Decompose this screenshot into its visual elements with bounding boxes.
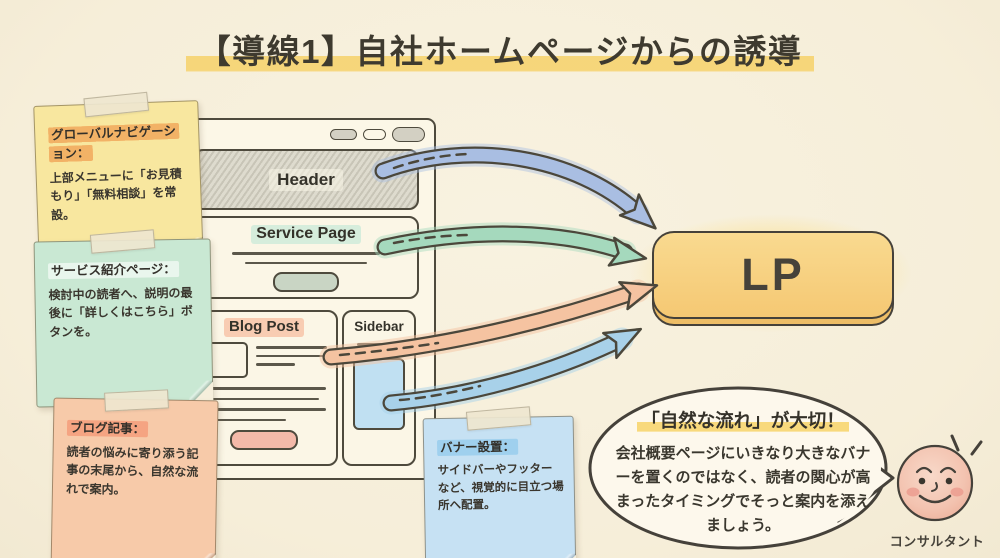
wireframe-header-label: Header [269, 168, 343, 191]
note-body: 読者の悩みに寄り添う記事の末尾から、自然な流れで案内。 [65, 444, 199, 497]
wireframe-blog-post-title: Blog Post [192, 318, 336, 337]
blush [950, 487, 964, 497]
note-title: サービス紹介ページ： [47, 260, 200, 281]
placeholder-text-block [202, 387, 326, 421]
window-control-pill [363, 129, 386, 140]
page-title: 【導線1】自社ホームページからの誘導 [0, 25, 1000, 73]
lp-button-label: LP [741, 249, 805, 300]
consultant-avatar [896, 434, 983, 522]
window-controls [330, 127, 425, 142]
wireframe-banner-placeholder [353, 357, 405, 430]
callout-body: 会社概要ページにいきなり大きなバナーを置くのではなく、読者の関心が高まったタイミ… [615, 445, 871, 534]
tape-decoration [465, 406, 531, 431]
placeholder-text-line [357, 343, 401, 346]
tape-decoration [82, 91, 149, 118]
wireframe-service-page-title: Service Page [195, 225, 417, 244]
note-body: 検討中の読者へ、説明の最後に「詳しくはこちら」ボタンを。 [48, 285, 193, 340]
sticky-note-blog: ブログ記事： 読者の悩みに寄り添う記事の末尾から、自然な流れで案内。 [50, 389, 219, 558]
wireframe-service-page-block: Service Page [193, 216, 419, 299]
note-title: グローバルナビゲーション： [48, 122, 189, 164]
wireframe-cta-button [273, 272, 339, 292]
note-title: ブログ記事： [66, 419, 207, 440]
window-control-pill [330, 129, 357, 140]
placeholder-text-line [245, 261, 367, 264]
wireframe-blog-media-row [201, 342, 327, 378]
wireframe-sidebar-title: Sidebar [354, 319, 404, 334]
callout-text: 「自然な流れ」が大切！ 会社概要ページにいきなり大きなバナーを置くのではなく、読… [612, 407, 874, 538]
note-body: 上部メニューに「お見積もり」「無料相談」を常設。 [49, 166, 182, 223]
wireframe-cta-button [230, 430, 298, 450]
wireframe-header-block: Header [193, 149, 419, 210]
sticky-note-service-page: サービス紹介ページ： 検討中の読者へ、説明の最後に「詳しくはこちら」ボタンを。 [33, 229, 214, 408]
wireframe-sidebar-block: Sidebar [342, 310, 416, 466]
blush [906, 487, 920, 497]
tape-decoration [103, 389, 169, 412]
emphasis-lines-icon [950, 434, 983, 456]
placeholder-text-block [256, 342, 327, 378]
page-title-text: 【導線1】自社ホームページからの誘導 [185, 33, 815, 73]
lp-button: LP [652, 231, 894, 319]
sticky-note-banner: バナー設置： サイドバーやフッターなど、視覚的に目立つ場所へ配置。 [422, 406, 577, 558]
window-control-pill [392, 127, 425, 142]
note-title: バナー設置： [436, 437, 563, 458]
note-body: サイドバーやフッターなど、視覚的に目立つ場所へ配置。 [437, 462, 564, 513]
consultant-label: コンサルタント [889, 534, 985, 549]
placeholder-text-line [232, 252, 380, 255]
callout-title: 「自然な流れ」が大切！ [612, 407, 874, 433]
